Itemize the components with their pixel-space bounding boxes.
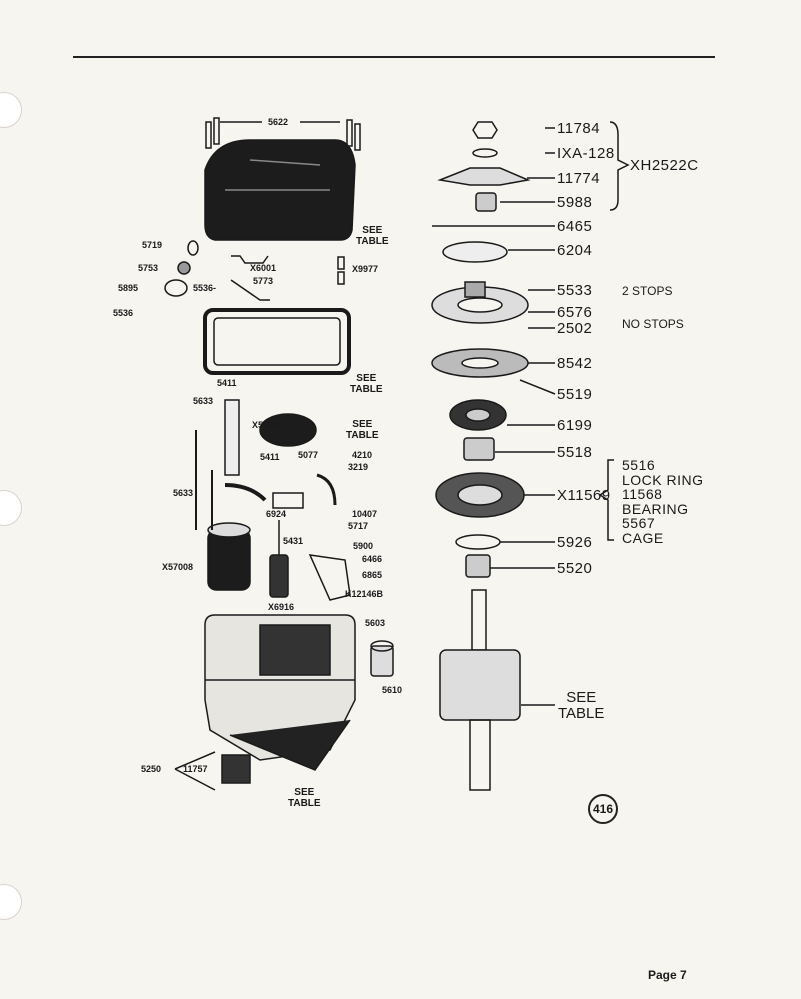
figure-number-badge: 416 bbox=[588, 794, 618, 824]
see-text: SEE bbox=[356, 373, 377, 384]
label-6204: 6204 bbox=[557, 242, 593, 259]
label-5895: 5895 bbox=[118, 283, 139, 293]
note-2-stops: 2 STOPS bbox=[622, 284, 673, 298]
component-bearing: BEARING bbox=[622, 500, 689, 517]
label-5431: 5431 bbox=[283, 536, 304, 546]
label-5536: 5536 bbox=[113, 308, 134, 318]
label-2502: 2502 bbox=[557, 320, 593, 337]
right-stack-drawing bbox=[431, 121, 630, 791]
small-parts-drawing bbox=[164, 240, 345, 301]
page-number: Page 7 bbox=[648, 968, 687, 982]
header-rule bbox=[73, 56, 715, 58]
label-8542: 8542 bbox=[557, 355, 593, 372]
label-6924: 6924 bbox=[266, 509, 287, 519]
see-text: SEE bbox=[566, 689, 597, 706]
label-x11569: X11569 bbox=[557, 487, 611, 504]
table-text: TABLE bbox=[350, 383, 383, 395]
label-6465: 6465 bbox=[557, 218, 593, 235]
label-x57008: X57008 bbox=[162, 562, 194, 572]
x11569-components-list: 5516 LOCK RING 11568 BEARING 5567 CAGE bbox=[622, 458, 704, 545]
gasket-drawing bbox=[203, 308, 351, 375]
bushing-5610-drawing bbox=[370, 640, 394, 677]
label-5719: 5719 bbox=[142, 240, 163, 250]
table-text: TABLE bbox=[558, 704, 605, 722]
label-5077: 5077 bbox=[298, 450, 319, 460]
label-5519: 5519 bbox=[557, 386, 593, 403]
cover-drawing bbox=[204, 139, 356, 241]
label-5533: 5533 bbox=[557, 282, 593, 299]
label-5900: 5900 bbox=[353, 541, 374, 551]
label-x9977: X9977 bbox=[352, 264, 379, 274]
label-6199: 6199 bbox=[557, 417, 593, 434]
component-11568: 11568 bbox=[622, 486, 663, 502]
label-11784: 11784 bbox=[557, 120, 601, 137]
label-6865: 6865 bbox=[362, 570, 383, 580]
label-xh2522c: XH2522C bbox=[630, 157, 699, 174]
label-6576: 6576 bbox=[557, 304, 593, 321]
label-10407: 10407 bbox=[352, 509, 378, 519]
label-5610: 5610 bbox=[382, 685, 403, 695]
component-5516: 5516 bbox=[622, 457, 656, 473]
nameplate-drawing bbox=[174, 751, 251, 791]
table-text: TABLE bbox=[288, 797, 321, 809]
see-text: SEE bbox=[352, 419, 373, 430]
condenser-drawing bbox=[269, 520, 289, 598]
label-11757: 11757 bbox=[183, 764, 208, 774]
label-5250: 5250 bbox=[141, 764, 162, 774]
component-cage: CAGE bbox=[622, 529, 664, 546]
coil-drawing bbox=[195, 430, 251, 591]
label-ixa-128: IXA-128 bbox=[557, 145, 615, 162]
label-5773: 5773 bbox=[253, 276, 274, 286]
label-3219: 3219 bbox=[348, 462, 369, 472]
base-housing-drawing bbox=[204, 614, 356, 771]
label-5536: 5536- bbox=[193, 283, 217, 293]
label-x6916: X6916 bbox=[268, 602, 295, 612]
see-text: SEE bbox=[294, 787, 315, 798]
label-4210: 4210 bbox=[352, 450, 373, 460]
label-x6001: X6001 bbox=[250, 263, 277, 273]
label-x5524: X5524 bbox=[252, 420, 279, 430]
label-5926: 5926 bbox=[557, 534, 593, 551]
breaker-plate-drawing bbox=[224, 399, 351, 601]
cover-screws-drawing bbox=[205, 117, 361, 151]
label-5753: 5753 bbox=[138, 263, 159, 273]
label-k12146b: K12146B bbox=[345, 589, 384, 599]
component-lock-ring: LOCK RING bbox=[622, 471, 704, 488]
table-text: TABLE bbox=[346, 429, 379, 441]
label-5603: 5603 bbox=[365, 618, 386, 628]
component-5567: 5567 bbox=[622, 515, 656, 531]
note-no-stops: NO STOPS bbox=[622, 317, 684, 331]
table-text: TABLE bbox=[356, 235, 389, 247]
label-5411: 5411 bbox=[260, 452, 280, 462]
label-11774: 11774 bbox=[557, 170, 601, 187]
label-5518: 5518 bbox=[557, 444, 593, 461]
label-5988: 5988 bbox=[557, 194, 593, 211]
see-text: SEE bbox=[362, 225, 383, 236]
label-5633: 5633 bbox=[173, 488, 194, 498]
label-6466: 6466 bbox=[362, 554, 383, 564]
label-5520: 5520 bbox=[557, 560, 593, 577]
label-5633: 5633 bbox=[193, 396, 214, 406]
label-5411: 5411 bbox=[217, 378, 237, 388]
label-5622: 5622 bbox=[268, 117, 289, 127]
label-5717: 5717 bbox=[348, 521, 369, 531]
